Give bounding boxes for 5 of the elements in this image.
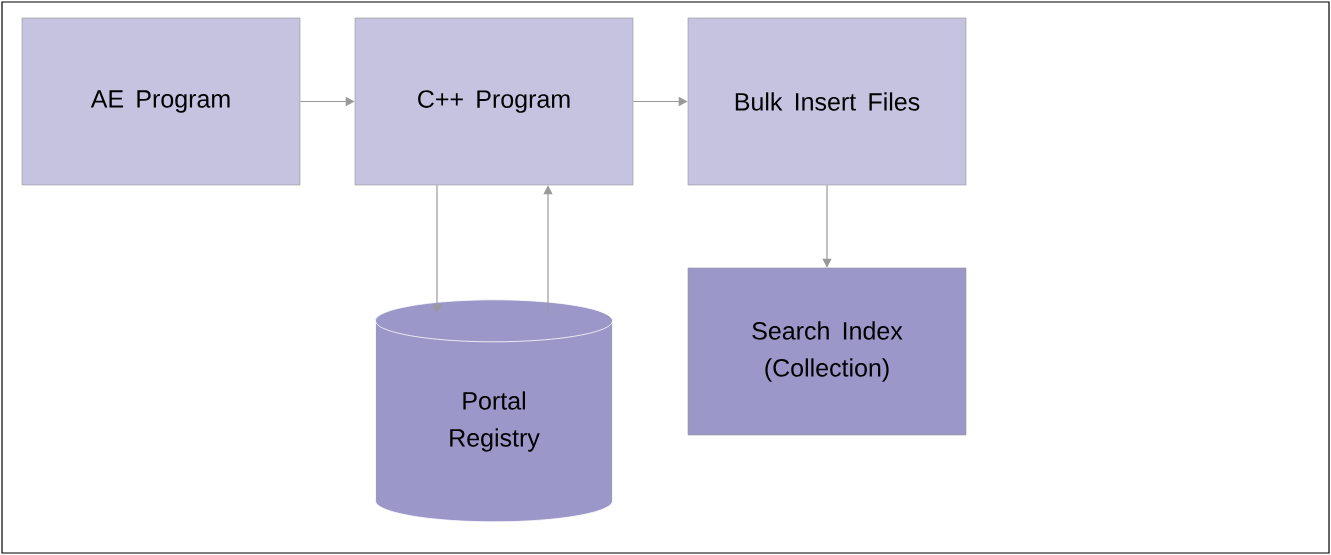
process-box: AE Program [21, 17, 301, 186]
process-box: C++ Program [354, 17, 634, 186]
process-box: Bulk Insert Files [687, 17, 967, 186]
database-cylinder: Portal Registry [375, 299, 613, 523]
process-box: Search Index (Collection) [687, 267, 967, 436]
